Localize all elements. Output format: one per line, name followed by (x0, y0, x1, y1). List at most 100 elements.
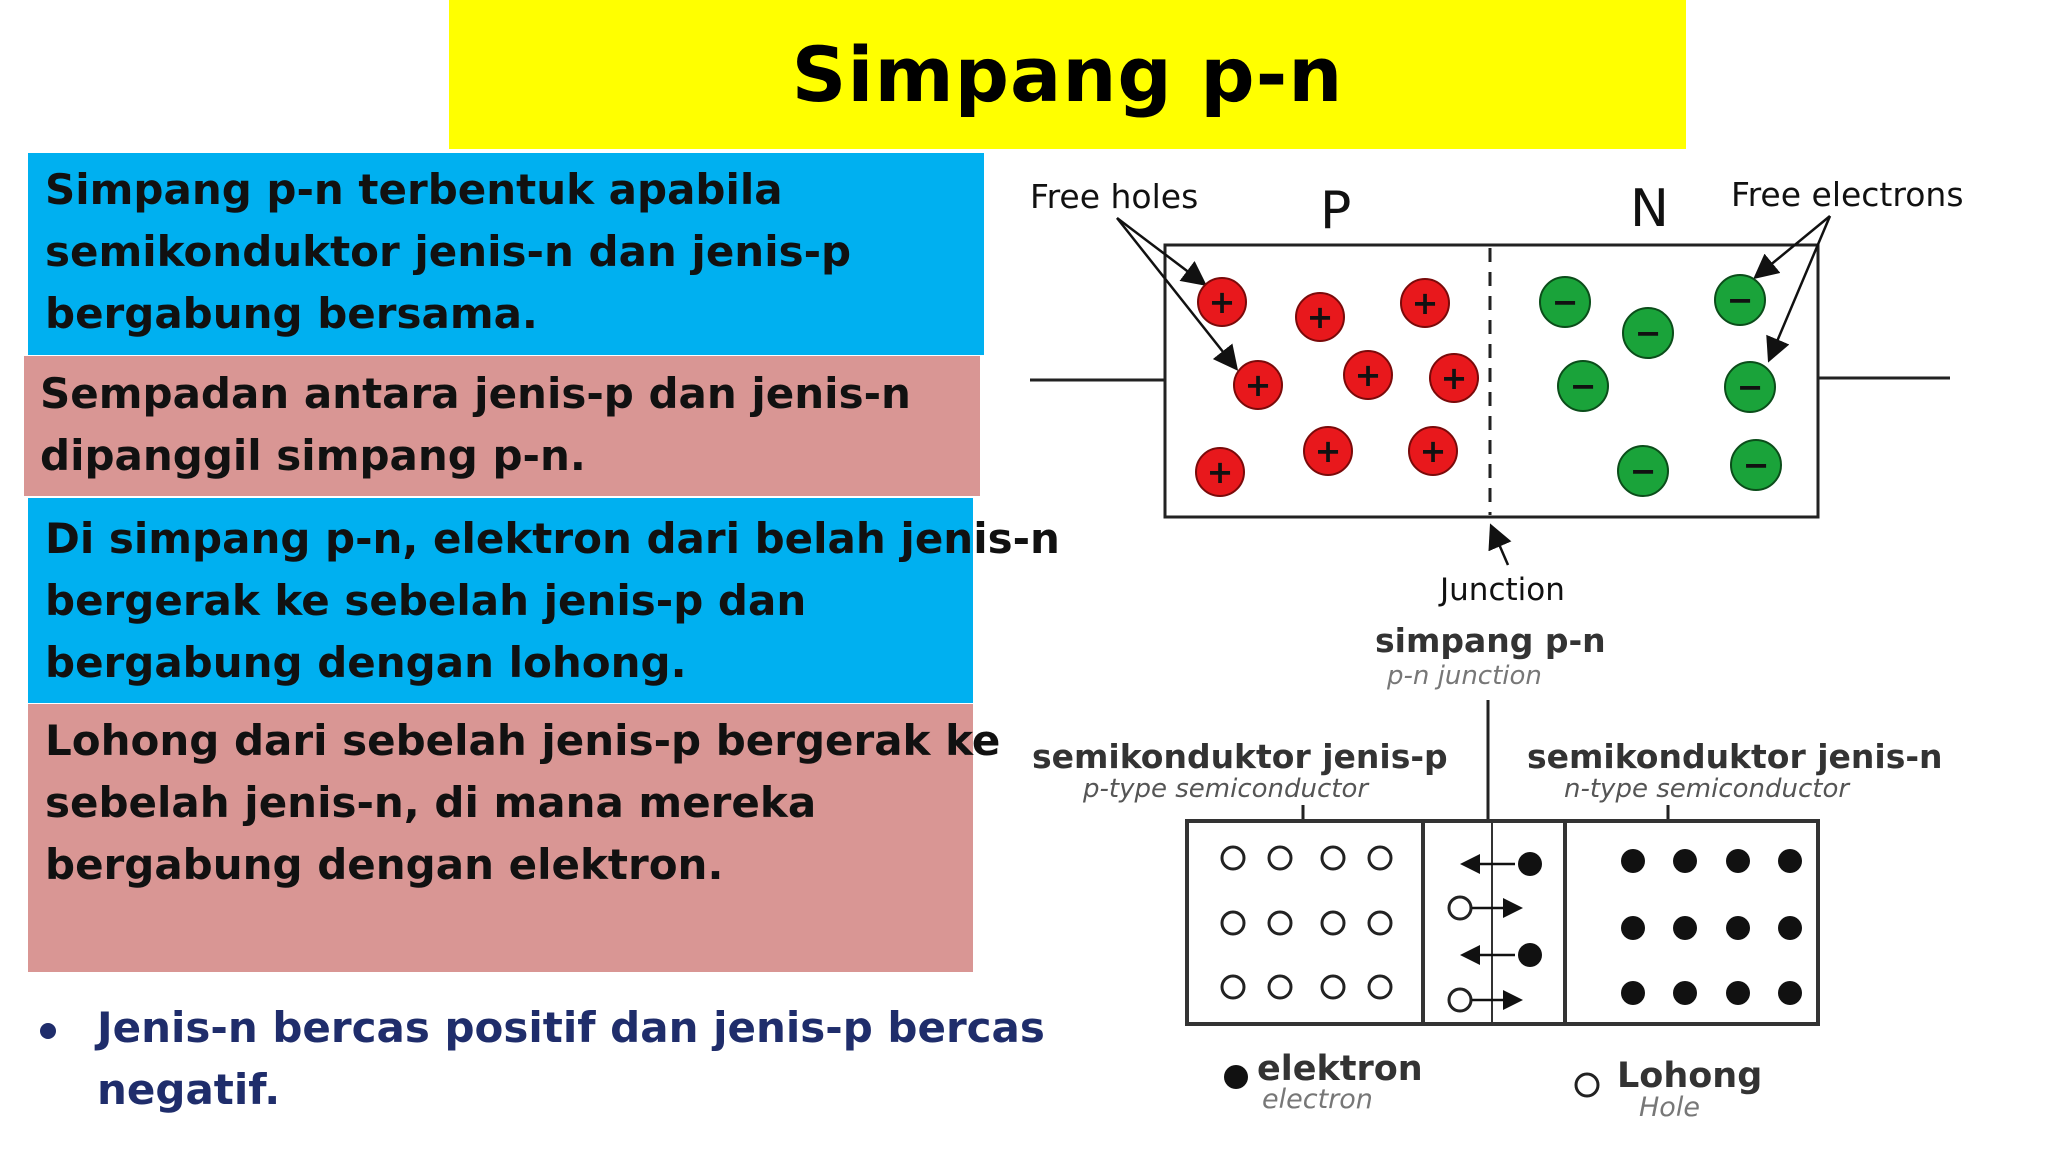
box-line: dipanggil simpang p-n. (40, 431, 586, 480)
box-line: Di simpang p-n, elektron dari belah jeni… (45, 514, 1060, 563)
lohong-legend-label-en: Hole (1639, 1092, 1700, 1123)
svg-text:−: − (1630, 452, 1657, 490)
svg-text:+: + (1307, 298, 1334, 336)
junction-arrow (1488, 523, 1512, 566)
hole-plus-icon: + (1295, 292, 1345, 342)
electron-minus-icon: − (1539, 276, 1591, 328)
hole-circle-icon (1447, 987, 1473, 1013)
box-line: Lohong dari sebelah jenis-p bergerak ke (45, 716, 1001, 765)
electron-dot-icon (1621, 916, 1645, 940)
hole-circle-icon (1267, 910, 1293, 936)
info-box-formation: Simpang p-n terbentuk apabila semikonduk… (28, 153, 984, 355)
electron-dot-icon (1673, 981, 1697, 1005)
box-line: Sempadan antara jenis-p dan jenis-n (40, 369, 911, 418)
simpang-label: simpang p-n (1375, 621, 1606, 660)
holes-group: + + + + + + + + + (1195, 277, 1479, 497)
hole-plus-icon: + (1233, 360, 1283, 410)
electrons-group: − − − − − − − (1539, 274, 1782, 497)
n-electrons-group (1621, 849, 1802, 1005)
n-type-label-en: n-type semiconductor (1564, 774, 1851, 804)
info-box-hole-movement: Lohong dari sebelah jenis-p bergerak ke … (28, 704, 1001, 972)
hole-circle-icon (1320, 910, 1346, 936)
electron-dot-icon (1726, 981, 1750, 1005)
box-line: bergabung dengan elektron. (45, 840, 724, 889)
elektron-legend-label-en: electron (1262, 1084, 1373, 1115)
page-title: Simpang p-n (791, 30, 1344, 119)
p-holes-group (1220, 845, 1393, 1000)
svg-text:−: − (1570, 367, 1597, 405)
hole-circle-icon (1220, 974, 1246, 1000)
free-holes-arrow (1116, 217, 1239, 371)
hole-plus-icon: + (1429, 353, 1479, 403)
hole-circle-icon (1320, 845, 1346, 871)
electron-minus-icon: − (1730, 439, 1782, 491)
n-type-label: semikonduktor jenis-n (1527, 737, 1943, 776)
electron-dot-icon (1726, 916, 1750, 940)
svg-text:−: − (1635, 314, 1662, 352)
free-holes-arrow (1116, 217, 1207, 287)
svg-text:−: − (1552, 283, 1579, 321)
svg-text:+: + (1441, 359, 1468, 397)
svg-text:+: + (1420, 432, 1447, 470)
hole-plus-icon: + (1408, 426, 1458, 476)
electron-minus-icon: − (1714, 274, 1766, 326)
svg-text:+: + (1209, 283, 1236, 321)
svg-text:−: − (1727, 281, 1754, 319)
electron-dot-icon (1778, 981, 1802, 1005)
hole-circle-icon (1367, 910, 1393, 936)
electron-dot-icon (1621, 849, 1645, 873)
p-type-label: semikonduktor jenis-p (1032, 737, 1448, 776)
electron-dot-icon (1673, 849, 1697, 873)
box-line: sebelah jenis-n, di mana mereka (45, 778, 817, 827)
free-electrons-arrow (1766, 215, 1832, 363)
hole-circle-icon (1220, 910, 1246, 936)
electron-minus-icon: − (1724, 361, 1776, 413)
free-holes-label: Free holes (1030, 177, 1198, 216)
bullet-line: Jenis-n bercas positif dan jenis-p berca… (97, 1003, 1045, 1052)
electron-legend-dot-icon (1224, 1065, 1248, 1089)
hole-circle-icon (1267, 974, 1293, 1000)
hole-plus-icon: + (1197, 277, 1247, 327)
hole-legend-circle-icon (1574, 1072, 1600, 1098)
electron-dot-icon (1518, 943, 1542, 967)
info-box-boundary: Sempadan antara jenis-p dan jenis-n dipa… (24, 356, 980, 496)
simpang-label-en: p-n junction (1386, 661, 1542, 691)
hole-circle-icon (1367, 845, 1393, 871)
hole-plus-icon: + (1195, 447, 1245, 497)
bullet-point: Jenis-n bercas positif dan jenis-p berca… (40, 997, 1045, 1121)
free-electrons-arrow (1753, 215, 1831, 280)
hole-plus-icon: + (1400, 278, 1450, 328)
svg-text:−: − (1743, 446, 1770, 484)
lohong-legend-label: Lohong (1617, 1056, 1762, 1096)
svg-text:+: + (1315, 432, 1342, 470)
svg-text:+: + (1207, 453, 1234, 491)
hole-circle-icon (1320, 974, 1346, 1000)
p-region-label: P (1320, 181, 1351, 241)
electron-dot-icon (1621, 981, 1645, 1005)
electron-minus-icon: − (1557, 360, 1609, 412)
electron-dot-icon (1778, 916, 1802, 940)
electron-minus-icon: − (1622, 307, 1674, 359)
junction-label: Junction (1438, 572, 1565, 608)
hole-plus-icon: + (1303, 426, 1353, 476)
svg-text:+: + (1355, 356, 1382, 394)
depletion-carriers (1447, 852, 1542, 1013)
box-line: bergabung bersama. (45, 289, 538, 338)
title-banner: Simpang p-n (449, 0, 1686, 149)
bullet-line: negatif. (97, 1065, 281, 1114)
box-line: Simpang p-n terbentuk apabila (45, 165, 783, 214)
box-line: semikonduktor jenis-n dan jenis-p (45, 227, 852, 276)
bullet-dot-icon (40, 1023, 56, 1039)
elektron-legend-label: elektron (1257, 1049, 1423, 1089)
box-line: bergerak ke sebelah jenis-p dan (45, 576, 807, 625)
svg-text:−: − (1737, 368, 1764, 406)
hole-circle-icon (1267, 845, 1293, 871)
electron-dot-icon (1518, 852, 1542, 876)
free-electrons-label: Free electrons (1731, 175, 1964, 214)
n-region-label: N (1630, 179, 1669, 239)
electron-minus-icon: − (1617, 445, 1669, 497)
electron-dot-icon (1778, 849, 1802, 873)
hole-plus-icon: + (1343, 350, 1393, 400)
